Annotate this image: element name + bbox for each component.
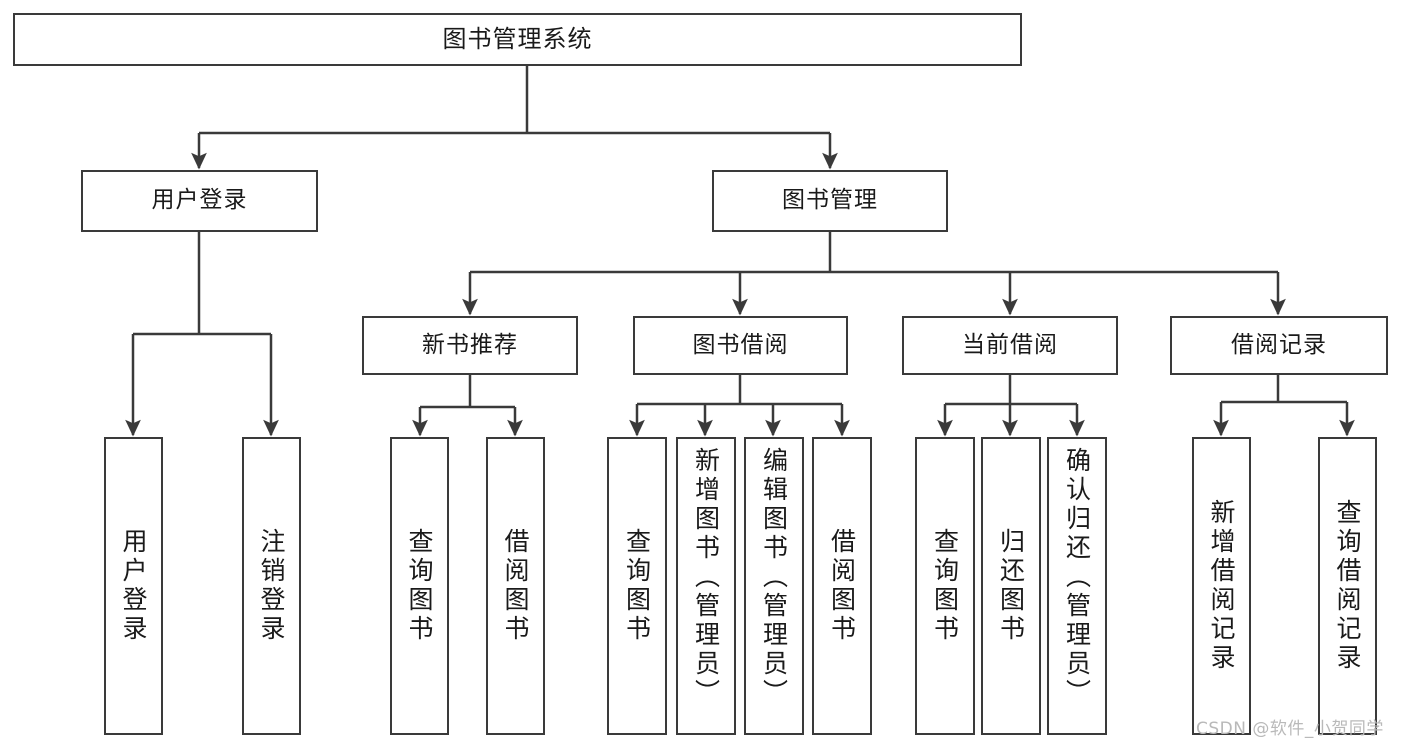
node-leaf-confirm-return-label: 确认归还（管理员） [1062,447,1092,708]
node-leaf-return-book[interactable]: 归还图书 [981,437,1041,735]
node-book-manage-label: 图书管理 [782,187,878,214]
node-current-borrow[interactable]: 当前借阅 [902,316,1118,375]
node-root-label: 图书管理系统 [442,25,593,54]
node-book-manage[interactable]: 图书管理 [712,170,948,232]
node-new-book-recommend-label: 新书推荐 [422,331,518,358]
node-leaf-query-book-3-label: 查询图书 [930,528,960,644]
node-leaf-query-record-label: 查询借阅记录 [1333,499,1362,673]
node-leaf-add-book-label: 新增图书（管理员） [691,447,721,708]
node-leaf-borrow-book-2[interactable]: 借阅图书 [812,437,872,735]
node-current-borrow-label: 当前借阅 [962,331,1058,358]
node-borrow-record-label: 借阅记录 [1231,331,1327,358]
node-leaf-user-login-label: 用户登录 [119,528,148,644]
node-leaf-query-record[interactable]: 查询借阅记录 [1318,437,1377,735]
node-new-book-recommend[interactable]: 新书推荐 [362,316,578,375]
node-leaf-borrow-book-2-label: 借阅图书 [827,528,857,644]
node-user-login-label: 用户登录 [151,187,248,214]
node-leaf-query-book-1[interactable]: 查询图书 [390,437,449,735]
node-book-borrow-label: 图书借阅 [692,331,789,358]
node-leaf-edit-book[interactable]: 编辑图书（管理员） [744,437,804,735]
node-leaf-query-book-2[interactable]: 查询图书 [607,437,667,735]
node-leaf-user-login[interactable]: 用户登录 [104,437,163,735]
node-leaf-borrow-book-1-label: 借阅图书 [501,528,530,644]
csdn-watermark: CSDN @软件_小贺同学 [1196,719,1384,739]
node-leaf-logout-login[interactable]: 注销登录 [242,437,301,735]
node-root[interactable]: 图书管理系统 [13,13,1022,66]
node-leaf-query-book-3[interactable]: 查询图书 [915,437,975,735]
node-leaf-query-book-1-label: 查询图书 [405,528,434,644]
node-leaf-logout-login-label: 注销登录 [257,528,286,644]
node-user-login[interactable]: 用户登录 [81,170,318,232]
node-leaf-edit-book-label: 编辑图书（管理员） [759,447,789,708]
node-leaf-add-book[interactable]: 新增图书（管理员） [676,437,736,735]
node-leaf-add-record-label: 新增借阅记录 [1207,499,1236,673]
node-book-borrow[interactable]: 图书借阅 [633,316,848,375]
node-leaf-borrow-book-1[interactable]: 借阅图书 [486,437,545,735]
node-leaf-confirm-return[interactable]: 确认归还（管理员） [1047,437,1107,735]
node-leaf-return-book-label: 归还图书 [996,528,1026,644]
node-borrow-record[interactable]: 借阅记录 [1170,316,1388,375]
node-leaf-query-book-2-label: 查询图书 [622,528,652,644]
node-leaf-add-record[interactable]: 新增借阅记录 [1192,437,1251,735]
